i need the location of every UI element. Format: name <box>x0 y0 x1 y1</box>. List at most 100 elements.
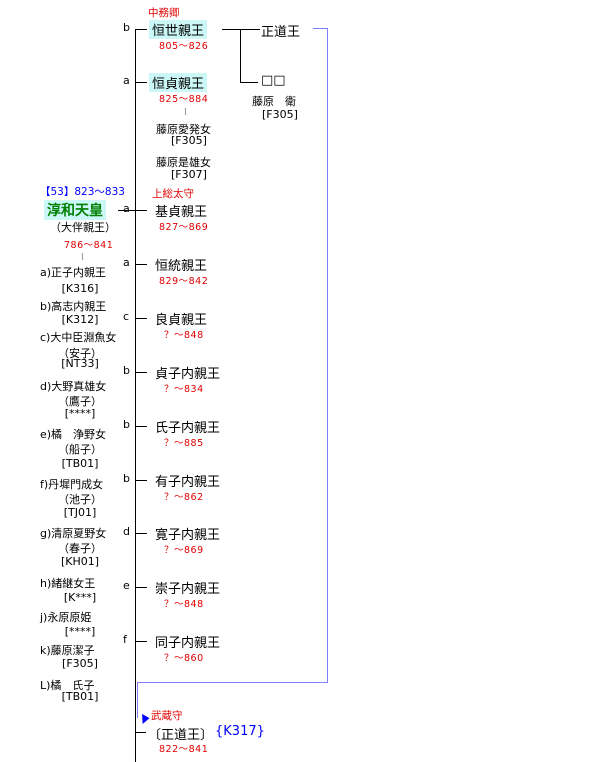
consort-name: k)藤原潔子 <box>40 644 95 657</box>
emperor-reign: 【53】823～833 <box>40 186 125 198</box>
children-trunk-line <box>135 29 136 762</box>
consort-alias: （池子） <box>58 493 102 506</box>
child-dates: 805～826 <box>159 41 209 52</box>
consort-code: [TB01] <box>61 690 99 703</box>
child-dates: ？～848 <box>164 330 204 341</box>
mother-letter: b <box>123 418 130 431</box>
consort-name: g)清原夏野女 <box>40 527 107 540</box>
child-name[interactable]: 良貞親王 <box>155 313 208 328</box>
child-dates: 829～842 <box>159 276 209 287</box>
tsunesada-wife-connector <box>185 108 186 115</box>
consort-code: [TB01] <box>61 457 99 470</box>
arrow-icon <box>137 712 150 724</box>
child-name[interactable]: 恒世親王 <box>149 20 208 39</box>
child-tick <box>135 29 147 30</box>
tsunesada-wife-2: 藤原是雄女 <box>156 156 211 169</box>
tsunesada-wife-2-code: [F307] <box>171 168 207 181</box>
consort-name: d)大野真雄女 <box>40 380 107 393</box>
consort-name: b)高志内親王 <box>40 300 107 313</box>
emperor-name[interactable]: 淳和天皇 <box>44 200 106 220</box>
child-name[interactable]: 同子内親王 <box>155 636 221 651</box>
consort-name: L)橘 氏子 <box>40 679 95 692</box>
emperor-alias: （大伴親王） <box>50 221 116 234</box>
tsuneyo-branch-line <box>240 29 241 82</box>
child-name[interactable]: 寛子内親王 <box>155 528 221 543</box>
consort-alias: （鷹子） <box>58 395 102 408</box>
emperor-connector <box>118 210 135 211</box>
consort-code: [K***] <box>63 591 97 604</box>
unknown-child-code: [F305] <box>262 108 298 121</box>
adopted-title: 武蔵守 <box>151 710 183 722</box>
unknown-child-name[interactable]: □□ <box>261 73 286 88</box>
mother-letter: f <box>123 633 127 646</box>
consort-name: j)永原原姫 <box>40 611 92 624</box>
mother-letter: a <box>123 256 130 269</box>
child-name[interactable]: 有子内親王 <box>155 475 221 490</box>
consort-alias: （安子） <box>58 347 102 360</box>
child-dates: ？～860 <box>164 653 204 664</box>
tsuneyo-connector <box>222 29 260 30</box>
child-dates: ？～834 <box>164 384 204 395</box>
child-dates: 827～869 <box>159 222 209 233</box>
child-dates: ？～885 <box>164 438 204 449</box>
adopted-dates: 822～841 <box>159 744 209 755</box>
child-tick <box>135 318 147 319</box>
consort-name: c)大中臣淵魚女 <box>40 331 117 344</box>
mother-letter: d <box>123 525 130 538</box>
crossref-line <box>327 28 328 683</box>
child-tick <box>135 641 147 642</box>
child-tick <box>135 426 147 427</box>
adopted-name[interactable]: 〔正道王〕 <box>148 728 214 743</box>
mother-letter: b <box>123 364 130 377</box>
consort-alias: （船子） <box>58 443 102 456</box>
child-name[interactable]: 氏子内親王 <box>155 421 221 436</box>
consort-alias: （春子） <box>58 542 102 555</box>
consort-code: [NT33] <box>61 357 99 370</box>
child-dates: ？～862 <box>164 492 204 503</box>
mother-letter: e <box>123 579 130 592</box>
child-name[interactable]: 崇子内親王 <box>155 582 221 597</box>
consort-name: e)橘 浄野女 <box>40 428 107 441</box>
child-name[interactable]: 恒貞親王 <box>149 73 208 92</box>
mother-letter: c <box>123 310 130 323</box>
tsunesada-wife-1-code: [F305] <box>171 134 207 147</box>
consort-connector <box>82 253 83 260</box>
masamichi-name[interactable]: 正道王 <box>261 25 301 40</box>
tsunesada-wife-1: 藤原愛発女 <box>156 123 211 136</box>
consort-code: [F305] <box>62 657 98 670</box>
crossref-line <box>137 682 328 683</box>
child-name[interactable]: 基貞親王 <box>155 205 208 220</box>
crossref-line <box>137 682 138 718</box>
child-name[interactable]: 恒統親王 <box>155 259 208 274</box>
child-name[interactable]: 貞子内親王 <box>155 367 221 382</box>
emperor-dates: 786～841 <box>64 240 114 251</box>
child-tick <box>135 480 147 481</box>
mother-letter: b <box>123 21 130 34</box>
consort-name: a)正子内親王 <box>40 266 107 279</box>
child-dates: ？～848 <box>164 599 204 610</box>
child-tick <box>135 372 147 373</box>
consort-code: [****] <box>64 407 96 420</box>
unknown-child-mother: 藤原 衛 <box>252 95 296 108</box>
tsuneyo-branch-tick <box>240 82 258 83</box>
child-title: 中務卿 <box>148 7 180 19</box>
consort-code: [K316] <box>61 282 99 295</box>
child-tick <box>135 533 147 534</box>
child-dates: ？～869 <box>164 545 204 556</box>
adopted-ref-link[interactable]: {K317} <box>215 724 265 739</box>
consort-code: [KH01] <box>60 555 100 568</box>
consort-code: [TJ01] <box>63 506 97 519</box>
child-dates: 825～884 <box>159 94 209 105</box>
consort-name: f)丹墀門成女 <box>40 478 104 491</box>
child-tick <box>135 587 147 588</box>
adopted-tick <box>135 732 146 733</box>
child-tick <box>135 210 147 211</box>
child-title: 上総太守 <box>152 188 194 200</box>
consort-code: [K312] <box>61 313 99 326</box>
child-tick <box>135 82 147 83</box>
crossref-line <box>313 28 328 29</box>
mother-letter: b <box>123 472 130 485</box>
mother-letter: a <box>123 202 130 215</box>
consort-code: [****] <box>64 625 96 638</box>
